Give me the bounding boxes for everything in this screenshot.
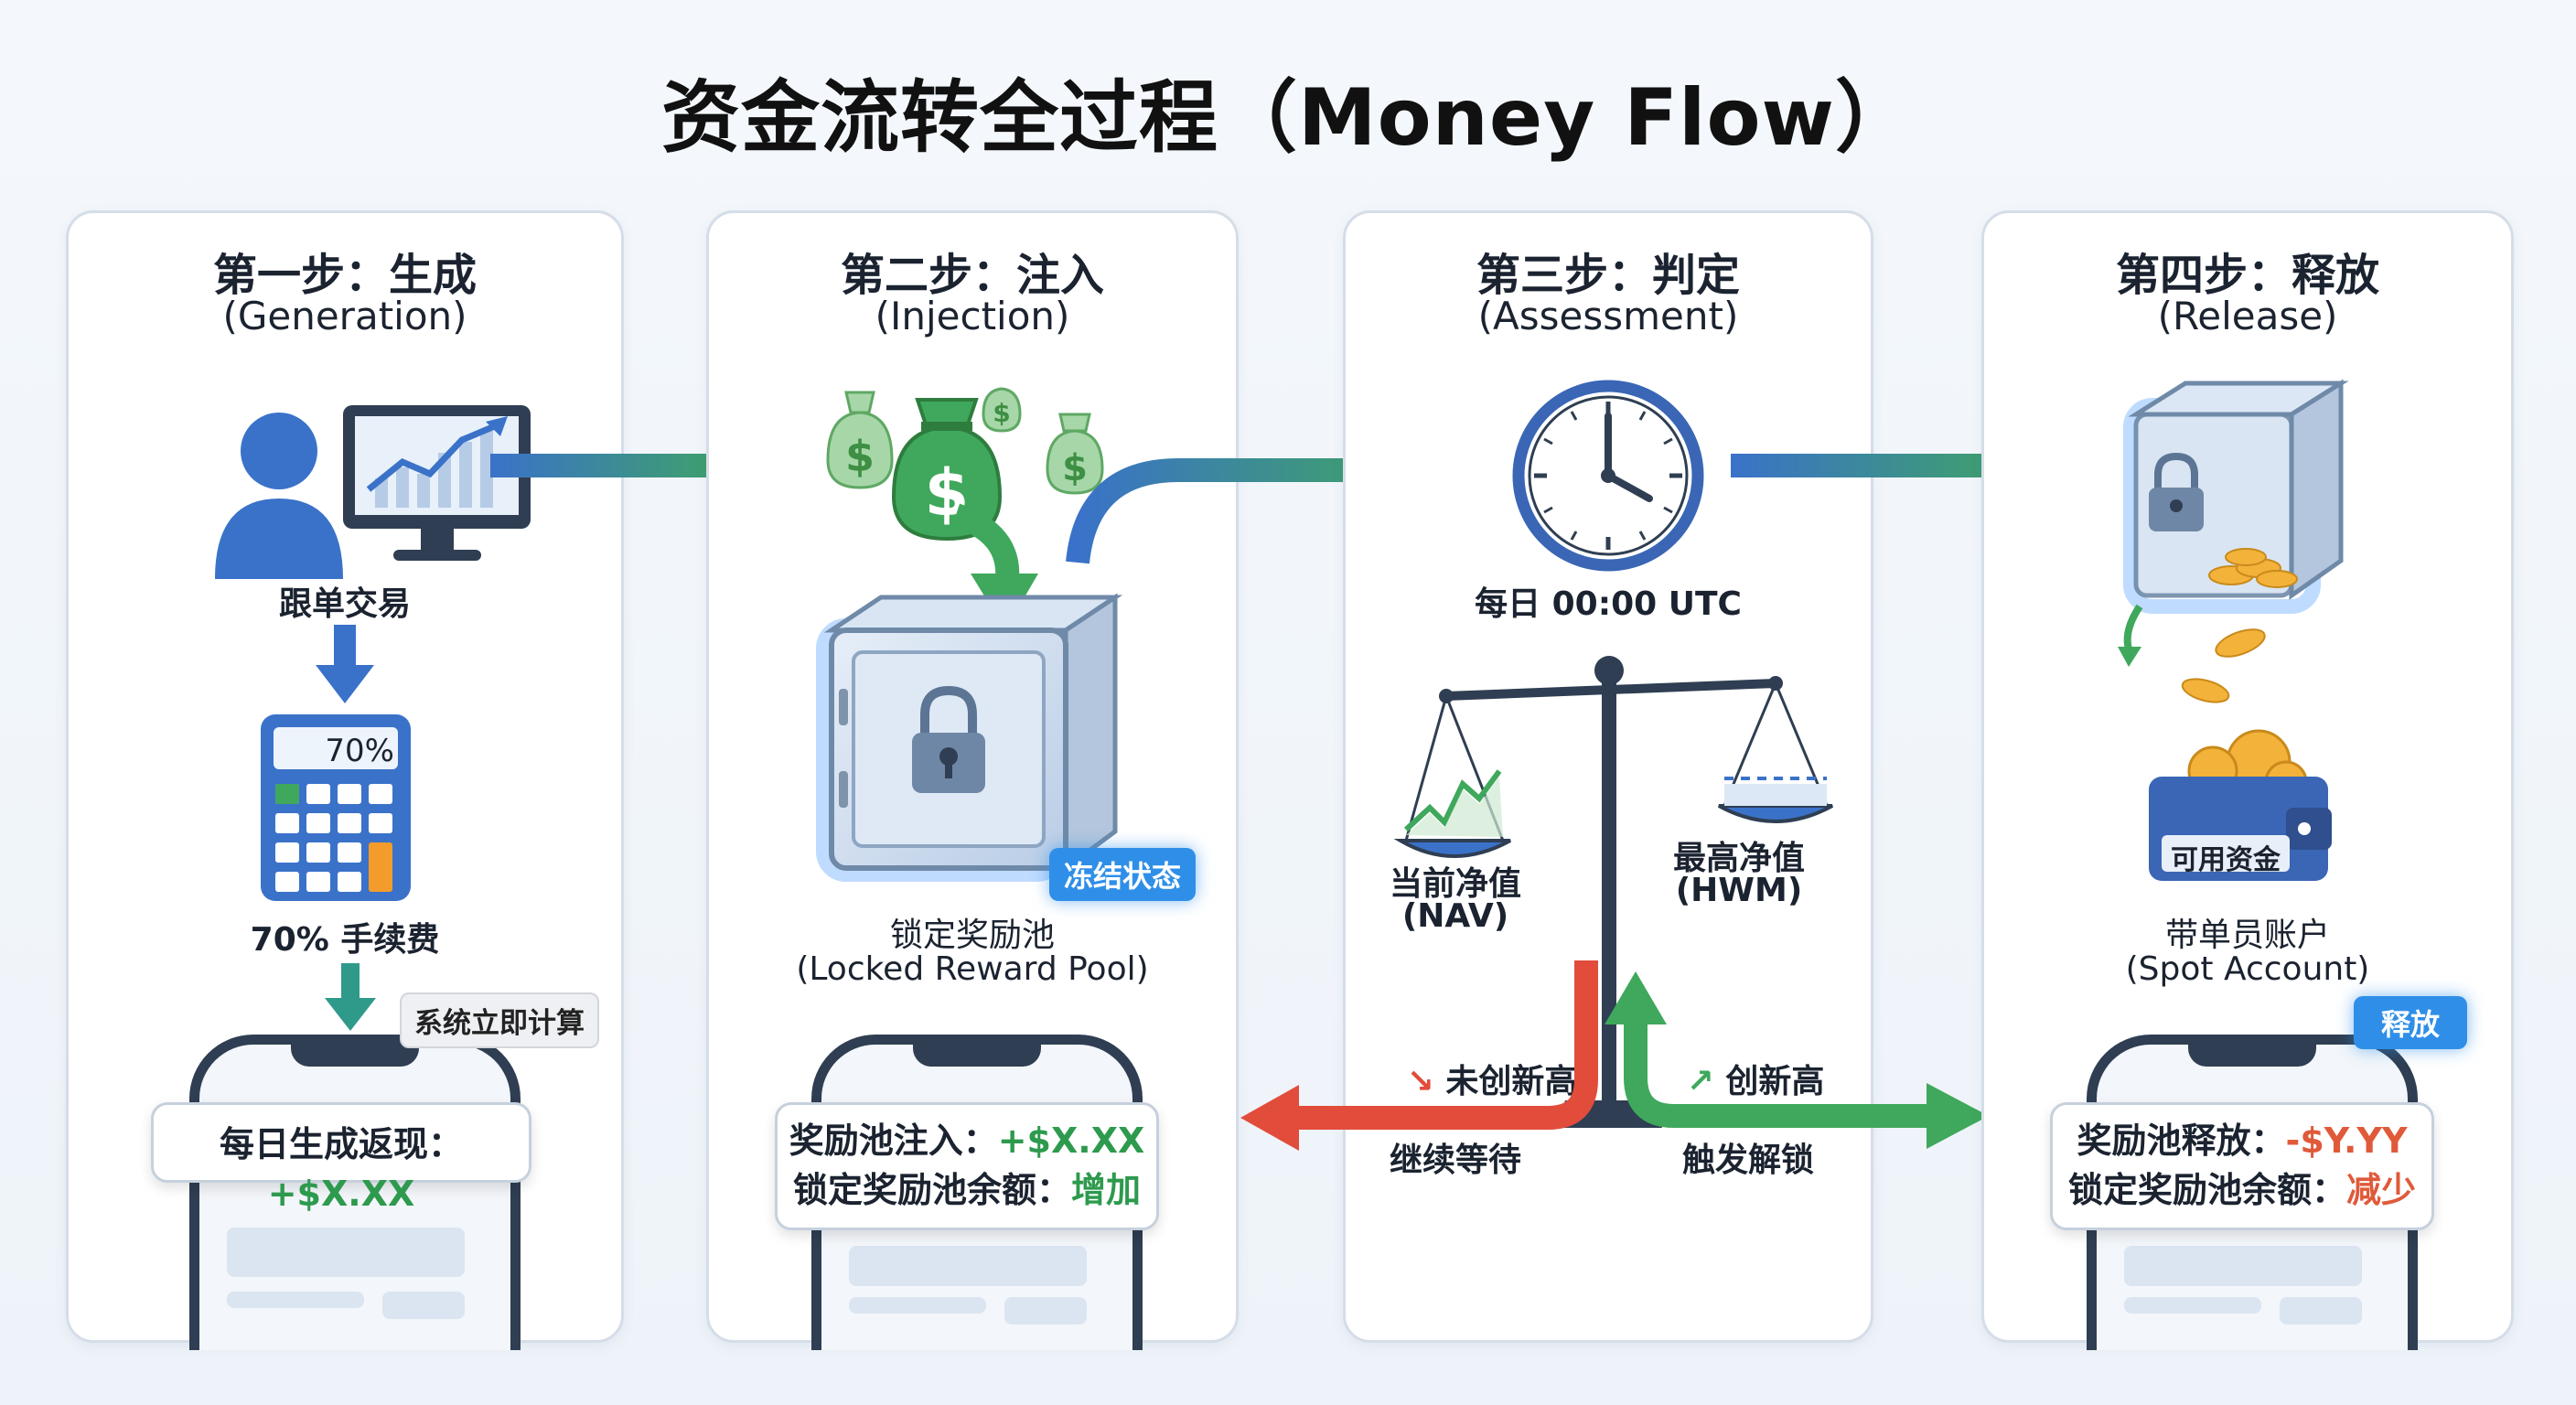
- keep-waiting-label: 继续等待: [1389, 1142, 1521, 1179]
- open-safe-coins-icon: [2118, 379, 2349, 703]
- pool-balance-value: 增加: [1071, 1170, 1142, 1210]
- locked-safe-icon: [816, 593, 1123, 882]
- step-title: 第三步：判定: [1476, 250, 1740, 301]
- step-injection-panel: 第二步：注入 (Injection) $ $ $ $: [706, 210, 1239, 1350]
- svg-text:$: $: [1062, 447, 1088, 489]
- release-badge: 释放: [2354, 996, 2468, 1049]
- injection-value: +$X.XX: [997, 1121, 1145, 1161]
- hwm-label-en: (HWM): [1675, 872, 1803, 909]
- wallet-icon: [2149, 729, 2332, 881]
- balance-scale-icon: [1393, 656, 1833, 1128]
- new-high-label: ↗ 创新高: [1686, 1063, 1825, 1100]
- down-arrow-icon: [316, 625, 374, 703]
- step-title: 第四步：释放: [2115, 250, 2379, 301]
- trader-monitor-icon: [215, 405, 531, 579]
- step-subtitle: (Generation): [222, 294, 467, 338]
- step-generation-panel: 第一步：生成 (Generation) 跟单交易 7: [66, 210, 624, 1350]
- copy-trade-label: 跟单交易: [278, 585, 411, 623]
- cashback-label: 每日生成返现：: [219, 1124, 463, 1164]
- pool-balance-label: 锁定奖励池余额：: [2067, 1170, 2346, 1210]
- calculator-icon: [261, 714, 411, 901]
- available-funds-label: 可用资金: [2171, 844, 2281, 876]
- spot-account-label-en: (Spot Account): [2125, 950, 2370, 988]
- step-assessment-panel: 第三步：判定 (Assessment) 每日 00:00 UTC: [1343, 210, 1873, 1343]
- locked-pool-label: 锁定奖励池: [889, 917, 1055, 954]
- nav-label-en: (NAV): [1401, 897, 1509, 935]
- pool-injection-callout: 奖励池注入：+$X.XX 锁定奖励池余额：增加: [775, 1102, 1159, 1230]
- clock-icon: [1512, 380, 1704, 572]
- pool-release-callout: 奖励池释放：-$Y.YY 锁定奖励池余额：减少: [2050, 1102, 2434, 1230]
- svg-text:$: $: [845, 432, 875, 481]
- injection-label: 奖励池注入：: [789, 1121, 998, 1161]
- release-label: 奖励池释放：: [2077, 1121, 2286, 1161]
- pool-balance-value: 减少: [2346, 1170, 2417, 1210]
- locked-pool-label-en: (Locked Reward Pool): [796, 950, 1149, 988]
- no-new-high-label: ↘ 未创新高: [1406, 1063, 1578, 1100]
- nav-label: 当前净值: [1389, 865, 1521, 903]
- calculator-display: 70%: [325, 733, 394, 769]
- pool-balance-label: 锁定奖励池余额：: [792, 1170, 1071, 1210]
- step-subtitle: (Injection): [875, 294, 1070, 338]
- frozen-status-badge: 冻结状态: [1049, 848, 1197, 901]
- fail-branch-arrow: [1240, 960, 1598, 1151]
- svg-text:$: $: [993, 398, 1010, 428]
- phone-mockup: [189, 1035, 521, 1350]
- fee-label: 70% 手续费: [250, 921, 440, 959]
- release-value: -$Y.YY: [2285, 1121, 2408, 1161]
- down-arrow-icon: [325, 963, 376, 1031]
- step-release-panel: 第四步：释放 (Release) 可用资金 带单员账户 (Spot Accoun…: [1981, 210, 2514, 1350]
- spot-account-label: 带单员账户: [2164, 917, 2330, 954]
- step-title: 第一步：生成: [212, 250, 477, 301]
- trend-up-icon: ↗: [1686, 1063, 1714, 1100]
- page-title: 资金流转全过程（Money Flow）: [661, 72, 1915, 164]
- success-branch-arrow: [1605, 971, 1989, 1149]
- step-subtitle: (Assessment): [1477, 294, 1739, 338]
- system-calc-badge: 系统立即计算: [400, 992, 599, 1048]
- hwm-label: 最高净值: [1672, 840, 1805, 877]
- trend-down-icon: ↘: [1406, 1063, 1434, 1100]
- step-title: 第二步：注入: [840, 250, 1104, 301]
- step-subtitle: (Release): [2157, 294, 2338, 338]
- cashback-value: +$X.XX: [267, 1174, 415, 1214]
- trigger-unlock-label: 触发解锁: [1681, 1142, 1814, 1179]
- daily-cashback-callout: 每日生成返现： +$X.XX: [151, 1102, 531, 1214]
- daily-time-label: 每日 00:00 UTC: [1475, 585, 1742, 623]
